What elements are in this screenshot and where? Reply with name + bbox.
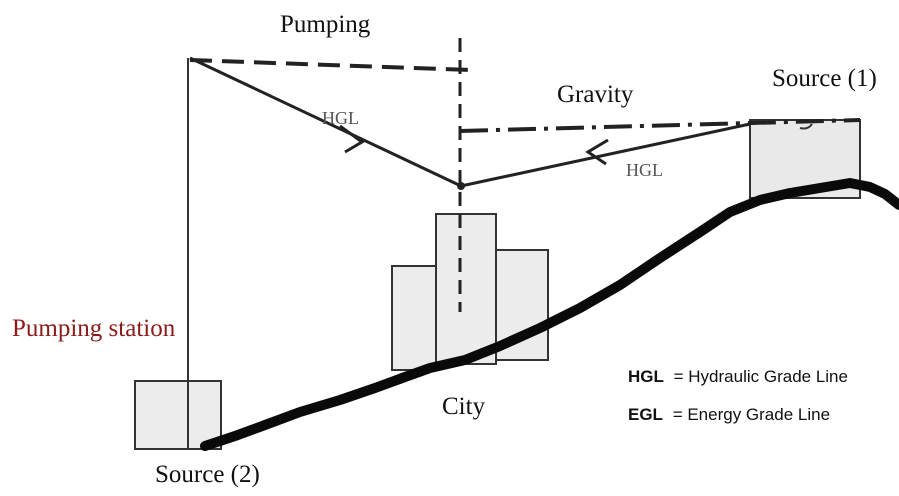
hgl-label-right: HGL xyxy=(626,160,663,180)
gravity-hgl-arrow xyxy=(585,138,609,166)
legend-hgl-text: = Hydraulic Grade Line xyxy=(674,367,848,386)
pumping-station-label: Pumping station xyxy=(12,315,176,342)
ground-profile xyxy=(200,178,899,451)
hgl-label-left: HGL xyxy=(322,108,359,128)
legend-egl-abbr: EGL xyxy=(628,405,663,424)
water-level-mark xyxy=(799,123,813,130)
svg-text:HGL = Hydraulic Grade Li: HGL = Hydraulic Grade Line xyxy=(628,367,848,386)
legend-egl-text: = Energy Grade Line xyxy=(673,405,830,424)
legend-hgl-abbr: HGL xyxy=(628,367,664,386)
legend: HGL = Hydraulic Grade Line EGL = Energy … xyxy=(628,367,848,424)
city-building-left xyxy=(391,265,438,371)
city-label: City xyxy=(442,393,486,420)
pumping-hgl-line xyxy=(189,56,462,188)
gravity-hgl-line xyxy=(460,122,751,188)
pumping-station-box xyxy=(134,380,222,450)
city-junction-dot xyxy=(457,182,465,190)
pumping-egl-dashed xyxy=(189,58,471,72)
pumping-hgl-arrow xyxy=(339,124,365,154)
gravity-egl-dashdot xyxy=(459,118,861,133)
source2-label: Source (2) xyxy=(155,461,260,488)
city-building-center xyxy=(435,213,497,365)
pumping-label: Pumping xyxy=(280,11,371,38)
source1-label: Source (1) xyxy=(772,65,877,92)
svg-text:EGL = Energy Grade Line: EGL = Energy Grade Line xyxy=(628,405,830,424)
gravity-label: Gravity xyxy=(557,81,634,108)
